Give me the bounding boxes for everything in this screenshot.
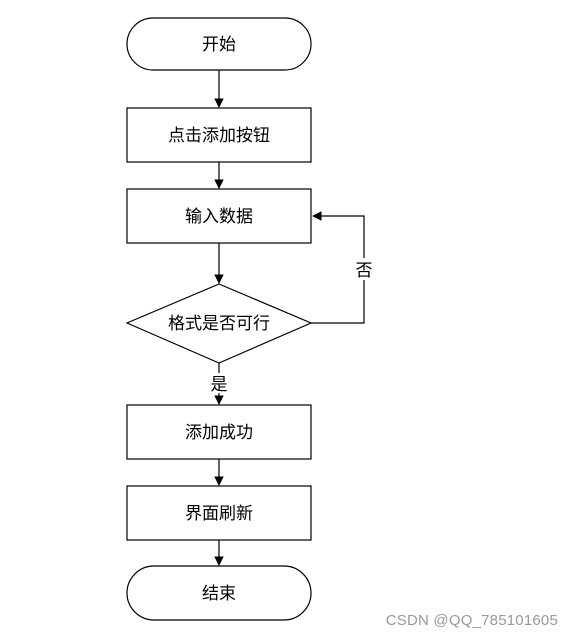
refresh-ui-node: 界面刷新: [126, 485, 312, 541]
click-add-label: 点击添加按钮: [168, 126, 270, 146]
end-node: 结束: [126, 565, 312, 621]
add-success-label: 添加成功: [185, 423, 253, 443]
yes-label: 是: [211, 375, 228, 395]
start-label: 开始: [202, 35, 236, 55]
watermark-text: CSDN @QQ_785101605: [385, 612, 558, 629]
input-data-label: 输入数据: [185, 207, 253, 227]
format-check-label: 格式是否可行: [168, 314, 270, 334]
no-label: 否: [356, 261, 373, 281]
click-add-node: 点击添加按钮: [126, 107, 312, 163]
refresh-ui-label: 界面刷新: [185, 504, 253, 524]
format-check-node: 格式是否可行: [125, 283, 313, 364]
start-node: 开始: [126, 17, 312, 71]
input-data-node: 输入数据: [126, 188, 312, 244]
end-label: 结束: [202, 584, 236, 604]
add-success-node: 添加成功: [126, 404, 312, 460]
